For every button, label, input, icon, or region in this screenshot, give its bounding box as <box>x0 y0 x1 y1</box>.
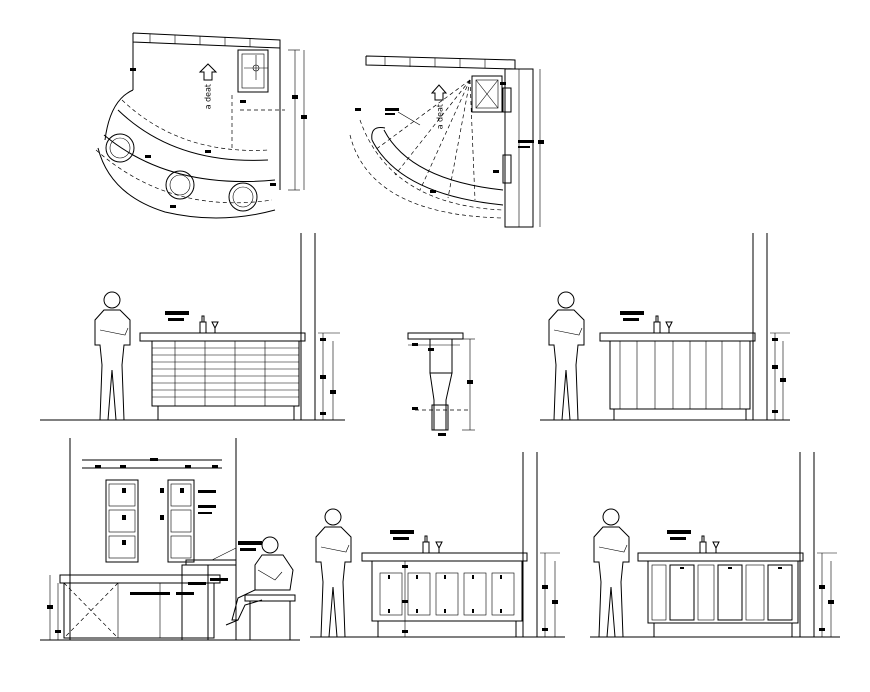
plan-view-right: ʇɐǝp ɐ <box>349 55 544 228</box>
wine-glass-icon <box>435 541 443 553</box>
bottle-icon <box>199 315 207 334</box>
arrow-icon <box>198 63 218 81</box>
stool-icon <box>165 170 195 200</box>
section-view <box>407 332 475 436</box>
elevation-raised-panels <box>590 452 840 638</box>
standing-man-figure <box>593 508 630 638</box>
plan-view-left: ʇɐǝp ɐ <box>95 32 307 219</box>
seated-man-figure <box>225 536 296 640</box>
plan-label: ʇɐǝp ɐ <box>204 84 213 109</box>
plan-label: ʇɐǝp ɐ <box>436 104 445 129</box>
bottle-icon <box>653 315 661 334</box>
elevation-vertical-panels <box>540 233 790 421</box>
wine-glass-icon <box>665 321 673 333</box>
bottle-icon <box>699 535 707 554</box>
stool-icon <box>105 133 135 163</box>
elevation-front-panels <box>310 452 565 638</box>
back-bar-elevation <box>40 438 300 641</box>
elevation-horizontal-slats <box>40 233 345 421</box>
bottle-icon <box>422 535 430 554</box>
standing-man-figure <box>315 508 352 638</box>
standing-man-figure <box>94 291 131 421</box>
wine-glass-icon <box>712 541 720 553</box>
wine-glass-icon <box>211 321 219 333</box>
standing-man-figure <box>548 291 585 421</box>
arrow-icon <box>430 84 448 101</box>
stool-icon <box>228 182 258 212</box>
